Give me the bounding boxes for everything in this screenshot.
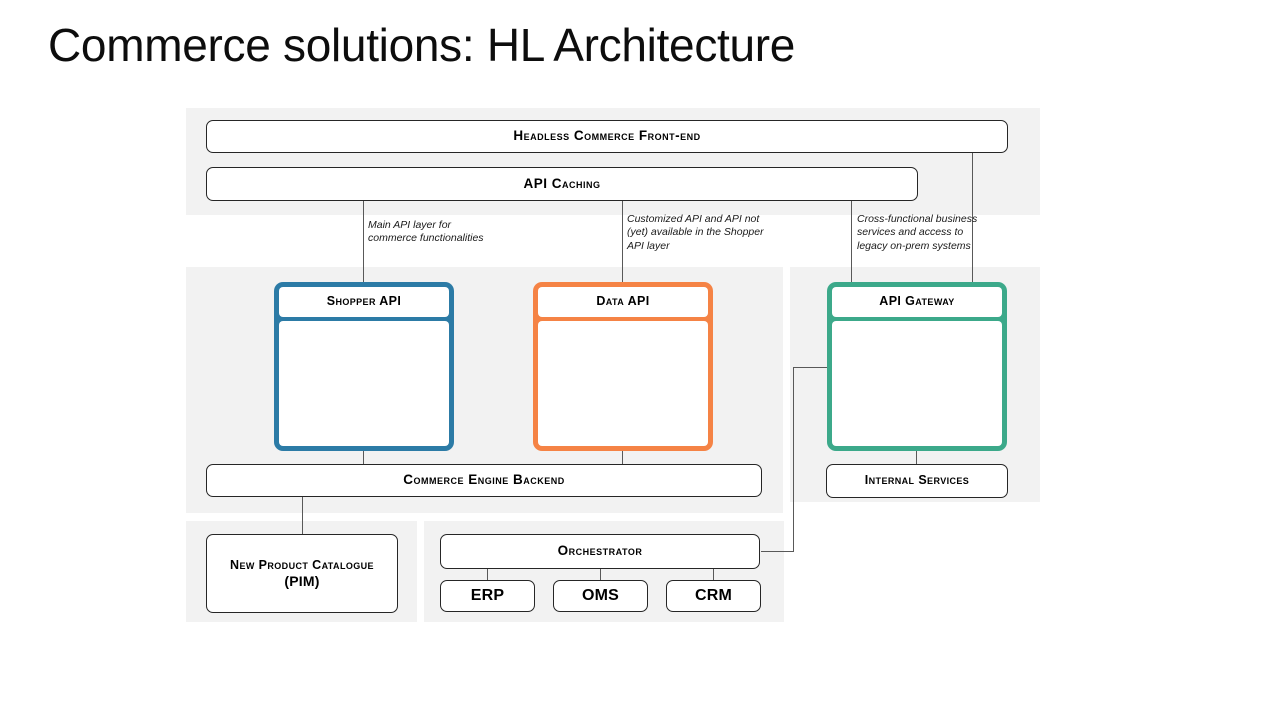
data-api-header: Data API (538, 287, 708, 317)
connector-frontend-to-gateway (972, 153, 974, 283)
connector-gateway-to-internal-services (916, 450, 918, 465)
connector-caching-to-data-api (622, 201, 624, 286)
erp-box[interactable]: ERP (440, 580, 535, 612)
commerce-engine-backend-label: Commerce Engine Backend (403, 472, 565, 488)
connector-caching-to-gateway (851, 201, 853, 286)
oms-box[interactable]: OMS (553, 580, 648, 612)
connector-orchestrator-to-crm (713, 568, 715, 581)
headless-commerce-frontend-box[interactable]: Headless Commerce Front-end (206, 120, 1008, 153)
connector-orchestrator-to-erp (487, 568, 489, 581)
api-caching-box[interactable]: API Caching (206, 167, 918, 201)
api-gateway-body (832, 321, 1002, 446)
internal-services-box[interactable]: Internal Services (826, 464, 1008, 498)
connector-orchestrator-to-oms (600, 568, 602, 581)
shopper-api-label: Shopper API (326, 294, 402, 309)
connector-gateway-to-orchestrator-bottom (761, 551, 794, 553)
data-api-note: Customized API and API not (yet) availab… (627, 213, 764, 252)
api-gateway-note: Cross-functional business services and a… (857, 213, 978, 252)
commerce-engine-backend-box[interactable]: Commerce Engine Backend (206, 464, 762, 497)
pim-label-line2: (PIM) (284, 573, 320, 590)
api-gateway-label: API Gateway (879, 294, 955, 309)
new-product-catalogue-pim-box[interactable]: New Product Catalogue (PIM) (206, 534, 398, 613)
connector-backend-to-pim (302, 497, 304, 544)
internal-services-label: Internal Services (864, 473, 970, 488)
api-gateway-header: API Gateway (832, 287, 1002, 317)
shopper-api-body (279, 321, 449, 446)
pim-label-line1: New Product Catalogue (230, 557, 374, 572)
connector-shopper-api-to-backend (363, 450, 365, 465)
connector-data-api-to-backend (622, 450, 624, 465)
orchestrator-label: Orchestrator (557, 543, 643, 559)
headless-commerce-frontend-label: Headless Commerce Front-end (513, 128, 701, 144)
data-api-body (538, 321, 708, 446)
shopper-api-header: Shopper API (279, 287, 449, 317)
data-api-label: Data API (596, 294, 650, 309)
api-caching-label: API Caching (523, 175, 601, 191)
api-gateway-group[interactable]: API Gateway (827, 282, 1007, 451)
data-api-group[interactable]: Data API (533, 282, 713, 451)
page-title: Commerce solutions: HL Architecture (48, 19, 796, 71)
crm-box[interactable]: CRM (666, 580, 761, 612)
orchestrator-box[interactable]: Orchestrator (440, 534, 760, 569)
connector-gateway-to-orchestrator-top (793, 367, 828, 369)
connector-gateway-to-orchestrator-drop (793, 367, 795, 552)
crm-label: CRM (694, 587, 733, 604)
connector-caching-to-shopper-api (363, 201, 365, 286)
shopper-api-group[interactable]: Shopper API (274, 282, 454, 451)
erp-label: ERP (470, 587, 505, 604)
shopper-api-note: Main API layer for commerce functionalit… (368, 219, 484, 245)
oms-label: OMS (581, 587, 620, 604)
